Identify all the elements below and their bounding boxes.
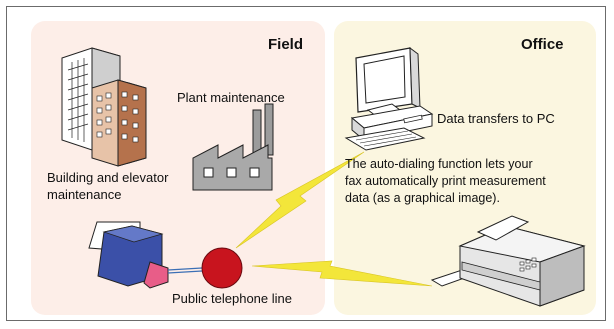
lightning-bolt-to-pc <box>235 151 365 249</box>
office-heading: Office <box>521 36 564 53</box>
field-fax-icon <box>88 221 203 289</box>
fax-description-line2: fax automatically print measurement <box>345 174 546 188</box>
building-maintenance-label-line1: Building and elevator <box>47 170 169 185</box>
telephone-node <box>201 247 243 289</box>
fax-description-line1: The auto-dialing function lets your <box>345 157 533 171</box>
plant-maintenance-label: Plant maintenance <box>177 90 285 105</box>
building-maintenance-label-line2: maintenance <box>47 187 122 202</box>
office-fax-icon <box>430 215 586 307</box>
public-telephone-line-label: Public telephone line <box>172 291 292 306</box>
lightning-bolt-to-fax <box>251 260 433 287</box>
pc-icon <box>344 46 434 151</box>
factory-icon <box>192 103 274 191</box>
pc-transfer-label: Data transfers to PC <box>437 111 555 126</box>
fax-description-line3: data (as a graphical image). <box>345 191 500 205</box>
field-heading: Field <box>268 36 304 53</box>
building-icon <box>61 47 147 167</box>
